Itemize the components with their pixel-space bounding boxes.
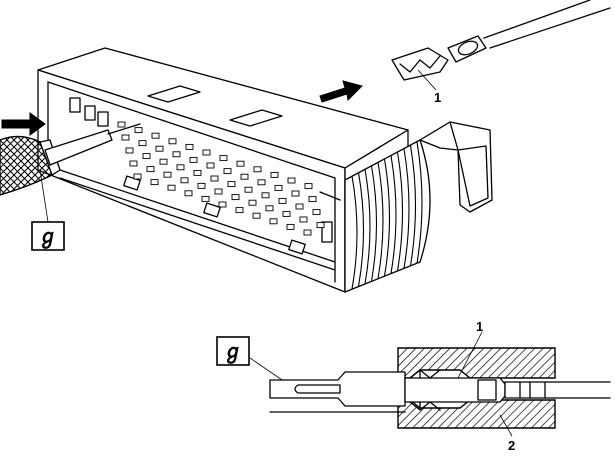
terminal-cavity <box>197 182 206 189</box>
terminal-cavity <box>295 203 304 210</box>
terminal-cavity <box>278 197 287 204</box>
leader-line <box>417 69 437 91</box>
release-tool-section <box>269 371 406 413</box>
terminal-cavity <box>125 147 134 154</box>
terminal-cavity <box>261 192 270 199</box>
push-arrow-icon <box>319 80 363 103</box>
terminal-cavity <box>236 160 245 167</box>
terminal-cavity <box>316 222 325 229</box>
terminal-cavity <box>286 223 295 230</box>
terminal-cavity <box>248 199 257 206</box>
end-cap-rib <box>357 172 365 287</box>
end-cap-rib <box>364 169 371 284</box>
terminal-cavity <box>282 210 291 217</box>
terminal-cavity <box>159 158 168 165</box>
terminal-cavity <box>291 190 300 197</box>
terminal-cavity <box>231 194 240 201</box>
end-cap-rib <box>351 175 358 290</box>
terminal-cavity <box>150 179 159 186</box>
terminal-cavity <box>129 160 138 167</box>
terminal-cavity <box>155 145 164 152</box>
callout-label: 1 <box>476 319 483 334</box>
tool-symbol-glyph: ℊ <box>38 226 58 249</box>
terminal-cavity <box>253 166 262 173</box>
end-cap-rib <box>403 148 410 269</box>
terminal-cavity <box>163 171 172 178</box>
locking-lever <box>419 121 493 213</box>
terminal-cavity <box>189 156 198 163</box>
terminal-cavity <box>138 140 147 147</box>
terminal-cavity <box>287 177 296 184</box>
terminal-cavity <box>218 201 227 208</box>
tool-symbol-icon: ℊ <box>31 169 65 251</box>
end-cap-rib <box>370 165 378 282</box>
terminal-cavity <box>184 190 193 197</box>
terminal-cavity <box>235 207 244 214</box>
callout-label: 2 <box>508 438 515 453</box>
end-cap-rib <box>383 158 391 277</box>
terminal-cavity <box>202 149 211 156</box>
terminal-cavity <box>167 184 176 191</box>
terminal-cavity <box>240 173 249 180</box>
end-cap-rib <box>377 162 384 279</box>
terminal-cavity <box>252 212 261 219</box>
wire-harness <box>0 135 61 196</box>
terminal-section <box>404 369 611 411</box>
terminal-cavity <box>146 166 155 173</box>
terminal-cavity <box>206 162 215 169</box>
terminal-cavity <box>185 143 194 150</box>
terminal-cavity <box>227 181 236 188</box>
push-arrow-icon <box>1 112 46 136</box>
terminal-cavity <box>223 168 232 175</box>
leader-line <box>457 331 483 379</box>
terminal-cavity <box>303 229 312 236</box>
terminal-cavity <box>308 196 317 203</box>
tool-symbol-icon: ℊ <box>216 336 286 383</box>
terminal-cavity <box>214 188 223 195</box>
terminal-cavity <box>133 173 142 180</box>
terminal-release-tool <box>44 123 141 166</box>
terminal-cavity <box>117 121 126 128</box>
terminal-cavity <box>270 171 279 178</box>
terminal-cavity <box>172 151 181 158</box>
end-cap-rib <box>416 141 423 264</box>
terminal-cavity <box>134 127 143 134</box>
terminal-cavity <box>210 175 219 182</box>
terminal-cavity <box>176 164 185 171</box>
terminal-cavity <box>142 153 151 160</box>
terminal-cavity <box>219 155 228 162</box>
cross-section-housing <box>397 347 556 429</box>
ribbed-end-cap <box>344 139 431 293</box>
terminal-cavity-array <box>117 121 325 236</box>
tool-symbol-glyph: ℊ <box>223 341 243 364</box>
terminal-cavity <box>201 195 210 202</box>
removed-terminal <box>391 0 611 81</box>
end-cap-rib <box>396 152 404 271</box>
callout-label: 1 <box>434 90 441 105</box>
terminal-cavity <box>304 183 313 190</box>
terminal-cavity <box>193 169 202 176</box>
terminal-cavity <box>274 184 283 191</box>
end-cap-rib <box>409 145 417 266</box>
terminal-cavity <box>151 132 160 139</box>
terminal-cavity <box>299 216 308 223</box>
terminal-cavity <box>257 179 266 186</box>
terminal-cavity <box>312 209 321 216</box>
terminal-cavity <box>269 218 278 225</box>
terminal-cavity <box>265 205 274 212</box>
leader-line <box>499 414 513 437</box>
terminal-cavity <box>121 134 130 141</box>
terminal-cavity <box>244 186 253 193</box>
end-cap-rib <box>390 155 397 274</box>
terminal-cavity <box>168 138 177 145</box>
terminal-cavity <box>180 177 189 184</box>
